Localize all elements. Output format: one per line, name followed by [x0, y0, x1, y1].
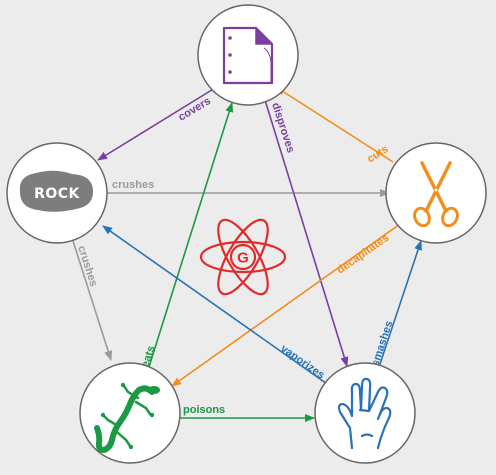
label-covers: covers	[176, 95, 213, 124]
node-lizard	[79, 362, 181, 464]
edge-scissors-paper: cuts	[275, 86, 394, 166]
spock-hand-icon	[337, 377, 392, 450]
atom-letter: G	[237, 250, 249, 267]
edge-rock-scissors: crushes	[107, 179, 390, 197]
node-scissors	[385, 142, 487, 244]
atom-g-icon: G	[199, 218, 287, 296]
lizard-icon	[94, 382, 160, 454]
edge-spock-scissors: smashes	[369, 240, 422, 371]
node-paper	[197, 4, 299, 106]
label-smashes: smashes	[369, 319, 395, 367]
edge-lizard-spock: poisons	[180, 404, 315, 422]
label-decapitates: decapitates	[335, 232, 391, 277]
node-rock: ROCK	[6, 142, 108, 244]
edge-scissors-lizard: decapitates	[171, 223, 401, 387]
edge-paper-rock: covers	[97, 87, 216, 161]
label-vaporizes: vaporizes	[278, 343, 326, 382]
scissors-icon	[413, 161, 459, 228]
edge-rock-lizard: crushes	[72, 240, 113, 361]
label-crushes-scissors: crushes	[112, 179, 154, 191]
edge-paper-spock: disproves	[264, 99, 349, 367]
node-spock	[314, 362, 416, 464]
label-crushes-lizard: crushes	[75, 244, 99, 288]
rock-text: ROCK	[34, 186, 80, 202]
rock-icon: ROCK	[19, 170, 94, 212]
label-poisons: poisons	[183, 404, 225, 416]
edge-spock-rock: vaporizes	[102, 225, 331, 387]
paper-icon	[222, 26, 274, 85]
